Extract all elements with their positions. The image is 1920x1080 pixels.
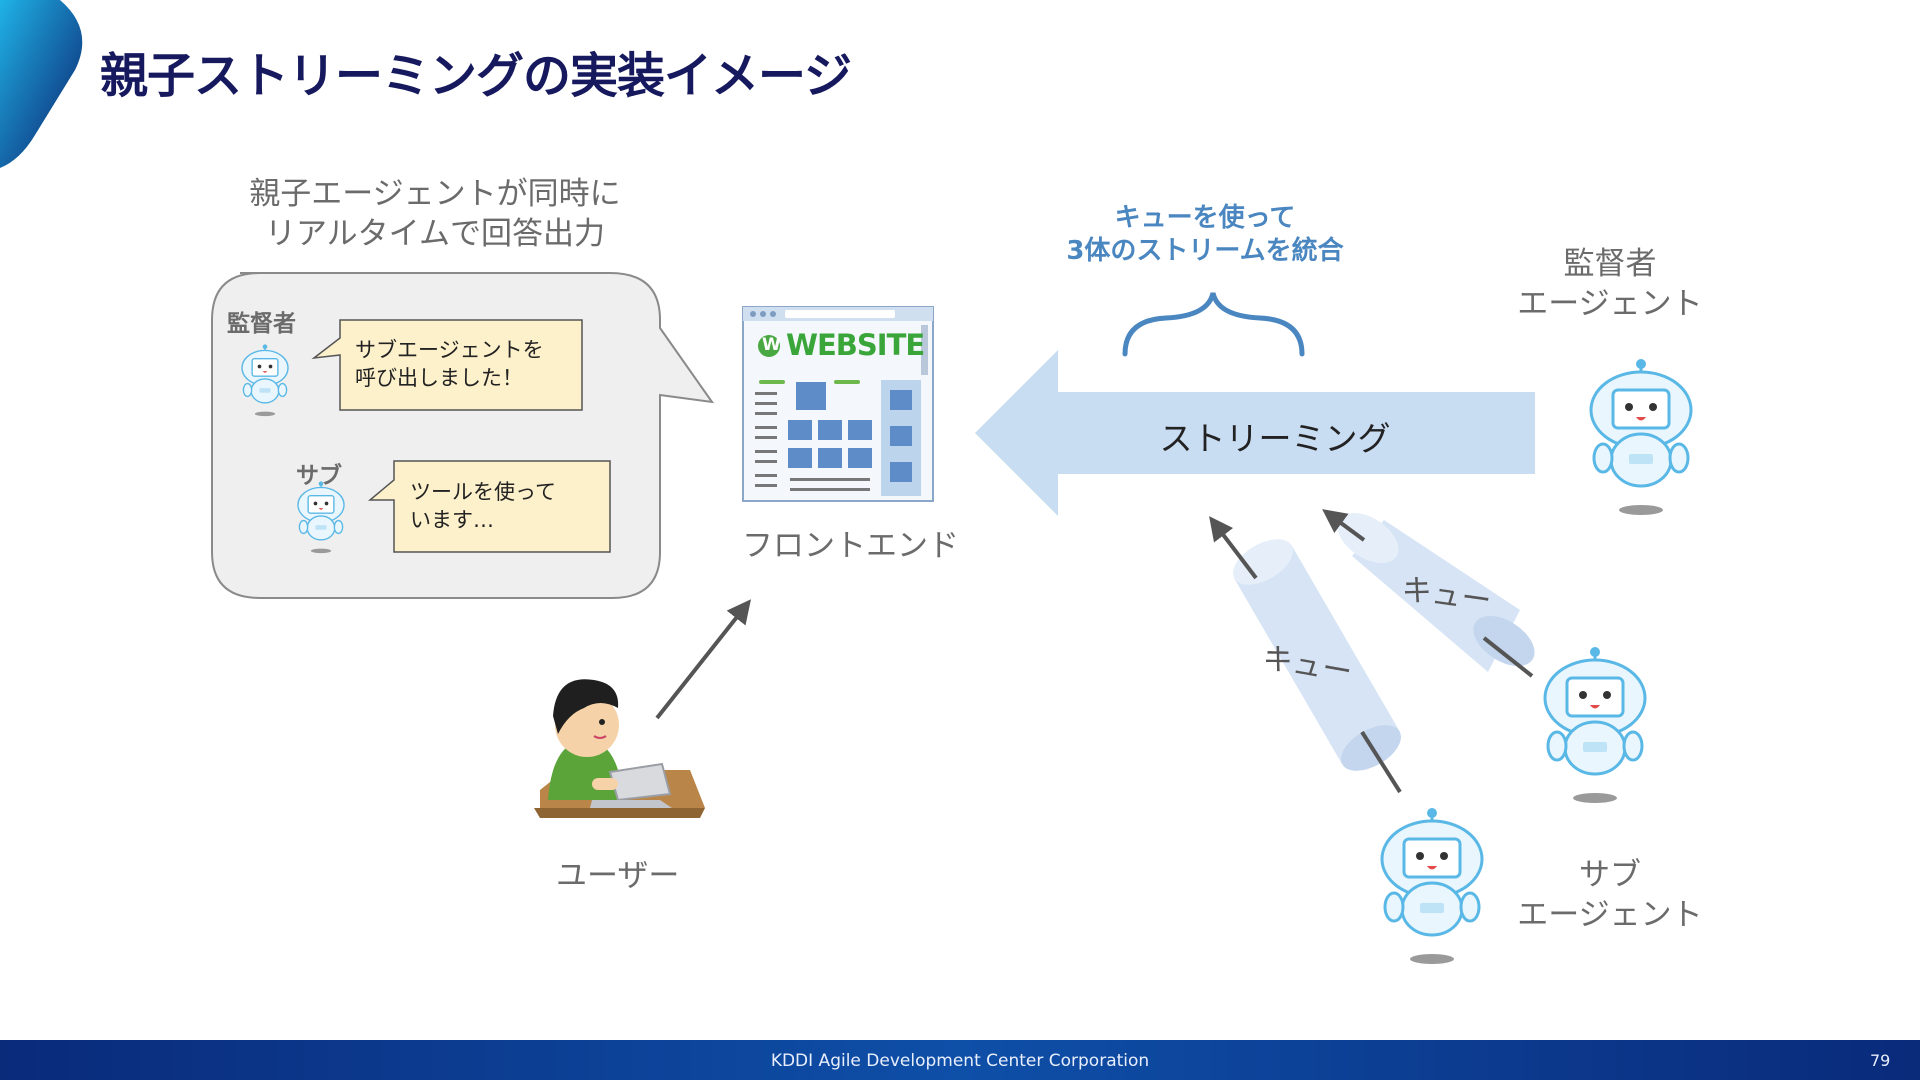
sub-note (367, 460, 611, 553)
sub-message-line-2: います… (410, 508, 494, 532)
queue-right-input-line (1482, 636, 1534, 678)
queue-tube-right (1337, 513, 1535, 672)
corner-accent (0, 0, 83, 168)
queue-tube-left (1233, 539, 1401, 771)
supervisor-agent-label-line-2: エージェント (1517, 286, 1703, 322)
supervisor-tag: 監督者 (227, 311, 296, 337)
frontend-label: フロントエンド (742, 528, 959, 564)
website-logo-letter: W (762, 335, 781, 355)
queue-left-output-arrow (1209, 516, 1258, 580)
supervisor-message: サブエージェントを 呼び出しました！ (355, 336, 544, 392)
supervisor-agent-label: 監督者 エージェント (1515, 244, 1705, 324)
page-title: 親子ストリーミングの実装イメージ (100, 48, 852, 104)
supervisor-note (311, 319, 583, 411)
bubble-caption-line-1: 親子エージェントが同時に (249, 176, 621, 212)
footer-company: KDDI Agile Development Center Corporatio… (770, 1051, 1150, 1071)
queue-note-line-2: 3体のストリームを統合 (1066, 236, 1344, 266)
sub-tag: サブ (296, 463, 342, 489)
supervisor-agent-label-line-1: 監督者 (1563, 246, 1657, 282)
sub-agent-label-line-2: エージェント (1517, 897, 1703, 933)
bubble-caption: 親子エージェントが同時に リアルタイムで回答出力 (215, 174, 655, 254)
sub-agent-robot-upper (1543, 645, 1647, 805)
supervisor-message-line-2: 呼び出しました！ (355, 366, 523, 390)
queue-note-line-1: キューを使って (1114, 203, 1296, 233)
streaming-arrow (975, 350, 1535, 516)
user-to-frontend-arrow (655, 599, 751, 720)
user-illustration (534, 679, 705, 818)
sub-message: ツールを使って います… (410, 478, 556, 534)
footer-bar (0, 1040, 1920, 1080)
queue-right-output-arrow (1322, 509, 1366, 542)
sub-message-line-1: ツールを使って (410, 480, 556, 504)
queue-brace (1122, 292, 1305, 357)
user-label: ユーザー (556, 858, 680, 894)
streaming-label: ストリーミング (1159, 419, 1391, 458)
queue-left-input-line (1360, 730, 1402, 794)
sub-agent-robot-lower (1380, 806, 1484, 966)
sub-agent-label-line-1: サブ (1579, 857, 1641, 893)
bubble-caption-line-2: リアルタイムで回答出力 (264, 216, 606, 252)
page-number: 79 (1870, 1051, 1891, 1070)
queue-note: キューを使って 3体のストリームを統合 (1040, 202, 1370, 268)
supervisor-agent-robot (1589, 357, 1693, 517)
supervisor-message-line-1: サブエージェントを (355, 338, 544, 362)
website-logo-text: WEBSITE (786, 328, 925, 362)
sub-agent-label: サブ エージェント (1515, 855, 1705, 935)
website-icon (742, 306, 934, 502)
